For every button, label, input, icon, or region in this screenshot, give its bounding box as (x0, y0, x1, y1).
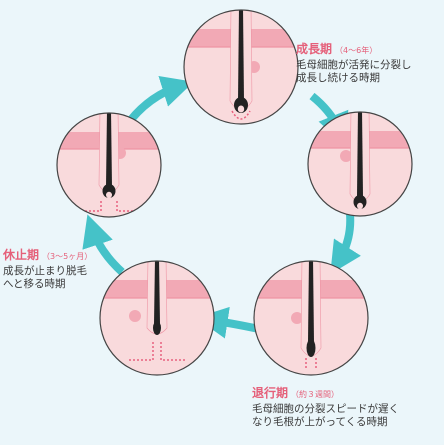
growth-phase-period: （4〜6年） (335, 46, 378, 55)
arrow-catagen-to-regression (330, 213, 361, 275)
growth-desc-line-2: 成長し続ける時期 (296, 72, 380, 85)
arrow-resting-to-early-anagen (82, 214, 125, 275)
resting-desc-line-2: へと移る時期 (3, 278, 66, 291)
label-growth-phase: 成長期（4〜6年） 毛母細胞が活発に分裂し 成長し続ける時期 (296, 38, 412, 85)
regression-phase-period: （約３週間） (291, 390, 340, 399)
regression-phase-description: 毛母細胞の分裂スピードが遅く なり毛根が上がってくる時期 (252, 403, 399, 429)
resting-desc-line-1: 成長が止まり脱毛 (3, 265, 87, 277)
follicle-circle-regression (253, 260, 369, 376)
resting-phase-title: 休止期 (3, 248, 40, 262)
regression-desc-line-2: なり毛根が上がってくる時期 (252, 416, 388, 429)
follicle-circle-growth (183, 9, 299, 125)
resting-phase-period: （3〜5ヶ月） (42, 252, 93, 261)
growth-phase-title: 成長期 (296, 42, 333, 56)
regression-phase-title: 退行期 (252, 386, 289, 400)
label-regression-phase: 退行期（約３週間） 毛母細胞の分裂スピードが遅く なり毛根が上がってくる時期 (252, 382, 399, 429)
follicle-circle-catagen (307, 111, 413, 217)
growth-desc-line-1: 毛母細胞が活発に分裂し (296, 59, 412, 71)
resting-phase-description: 成長が止まり脱毛 へと移る時期 (3, 265, 92, 291)
label-resting-phase: 休止期（3〜5ヶ月） 成長が止まり脱毛 へと移る時期 (3, 244, 92, 291)
follicle-circle-early-anagen (56, 112, 162, 218)
follicle-circle-resting (99, 260, 215, 376)
regression-desc-line-1: 毛母細胞の分裂スピードが遅く (252, 403, 399, 415)
growth-phase-description: 毛母細胞が活発に分裂し 成長し続ける時期 (296, 59, 412, 85)
